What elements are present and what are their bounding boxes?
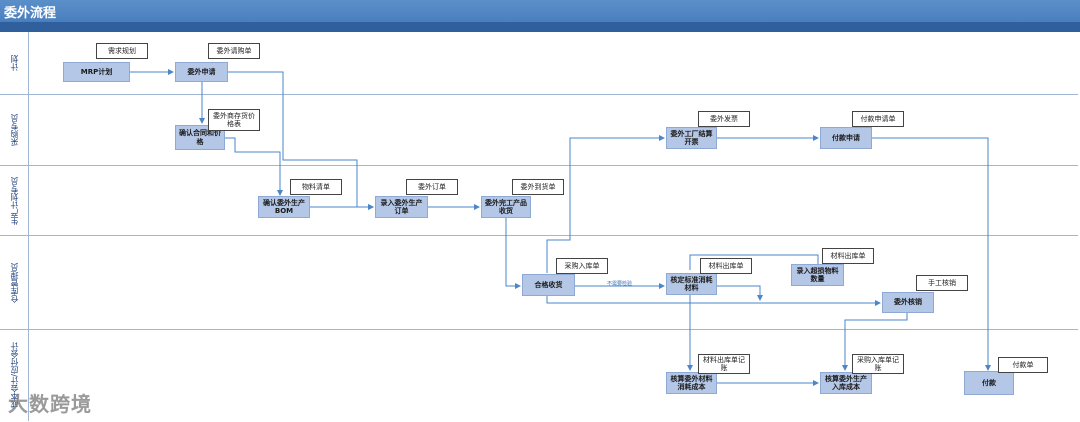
process-standard-consumption[interactable]: 核定标准消耗材料	[666, 273, 717, 295]
doc-material-issue-posting: 材料出库单记账	[698, 354, 750, 374]
process-payment[interactable]: 付款	[964, 371, 1014, 395]
doc-outsource-order: 委外订单	[406, 179, 458, 195]
doc-material-issue-2: 材料出库单	[822, 248, 874, 264]
process-confirm-bom[interactable]: 确认委外生产BOM	[258, 196, 310, 218]
swimlanes: 计划 采购专员 生产计划专员 仓库管理员 成本会计/应付会计	[0, 32, 1080, 422]
page-title: 委外流程	[4, 6, 57, 21]
lane-label: 仓库管理员	[0, 236, 29, 329]
lane-plan: 计划	[0, 32, 1078, 95]
watermark: 大数跨境	[8, 392, 92, 416]
doc-demand-planning: 需求规划	[96, 43, 148, 59]
process-mrp-plan[interactable]: MRP计划	[63, 62, 130, 82]
lane-label: 成本会计/应付会计	[0, 330, 29, 421]
doc-receipt-posting: 采购入库单记账	[852, 354, 904, 374]
lane-label: 采购专员	[0, 95, 29, 165]
doc-purchase-requisition: 委外请购单	[208, 43, 260, 59]
lane-label: 计划	[0, 32, 29, 94]
lane-label: 生产计划专员	[0, 166, 29, 235]
process-enter-order[interactable]: 录入委外生产订单	[375, 196, 428, 218]
header-strip	[0, 22, 1080, 32]
lane-warehouse: 仓库管理员	[0, 236, 1078, 330]
doc-outsource-invoice: 委外发票	[698, 111, 750, 127]
process-outsource-request[interactable]: 委外申请	[175, 62, 228, 82]
doc-material-issue: 材料出库单	[700, 258, 752, 274]
process-payment-request[interactable]: 付款申请	[820, 127, 872, 149]
process-inbound-cost[interactable]: 核算委外生产入库成本	[820, 372, 872, 394]
no-inspection-label: 不需要检验	[607, 281, 633, 287]
doc-payment-voucher: 付款单	[998, 357, 1048, 373]
process-outsource-writeoff[interactable]: 委外核销	[882, 292, 934, 313]
doc-manual-writeoff: 手工核销	[916, 275, 968, 291]
process-finished-goods-receipt[interactable]: 委外完工产品收货	[481, 196, 531, 218]
doc-supplier-price-list: 委外商存货价格表	[208, 109, 260, 131]
title-bar: 委外流程	[0, 0, 1080, 22]
doc-arrival-note: 委外到货单	[512, 179, 564, 195]
lane-accounting: 成本会计/应付会计	[0, 330, 1078, 421]
doc-bill-of-materials: 物料清单	[290, 179, 342, 195]
lane-production-planning: 生产计划专员	[0, 166, 1078, 236]
lane-purchasing: 采购专员	[0, 95, 1078, 166]
process-factory-invoice[interactable]: 委外工厂结算开票	[666, 127, 717, 149]
doc-purchase-receipt: 采购入库单	[556, 258, 608, 274]
process-material-cost[interactable]: 核算委外材料消耗成本	[666, 372, 717, 394]
process-qualified-receipt[interactable]: 合格收货	[522, 274, 575, 296]
doc-payment-request-form: 付款申请单	[852, 111, 904, 127]
process-excess-loss-qty[interactable]: 录入超损物料数量	[791, 264, 844, 286]
